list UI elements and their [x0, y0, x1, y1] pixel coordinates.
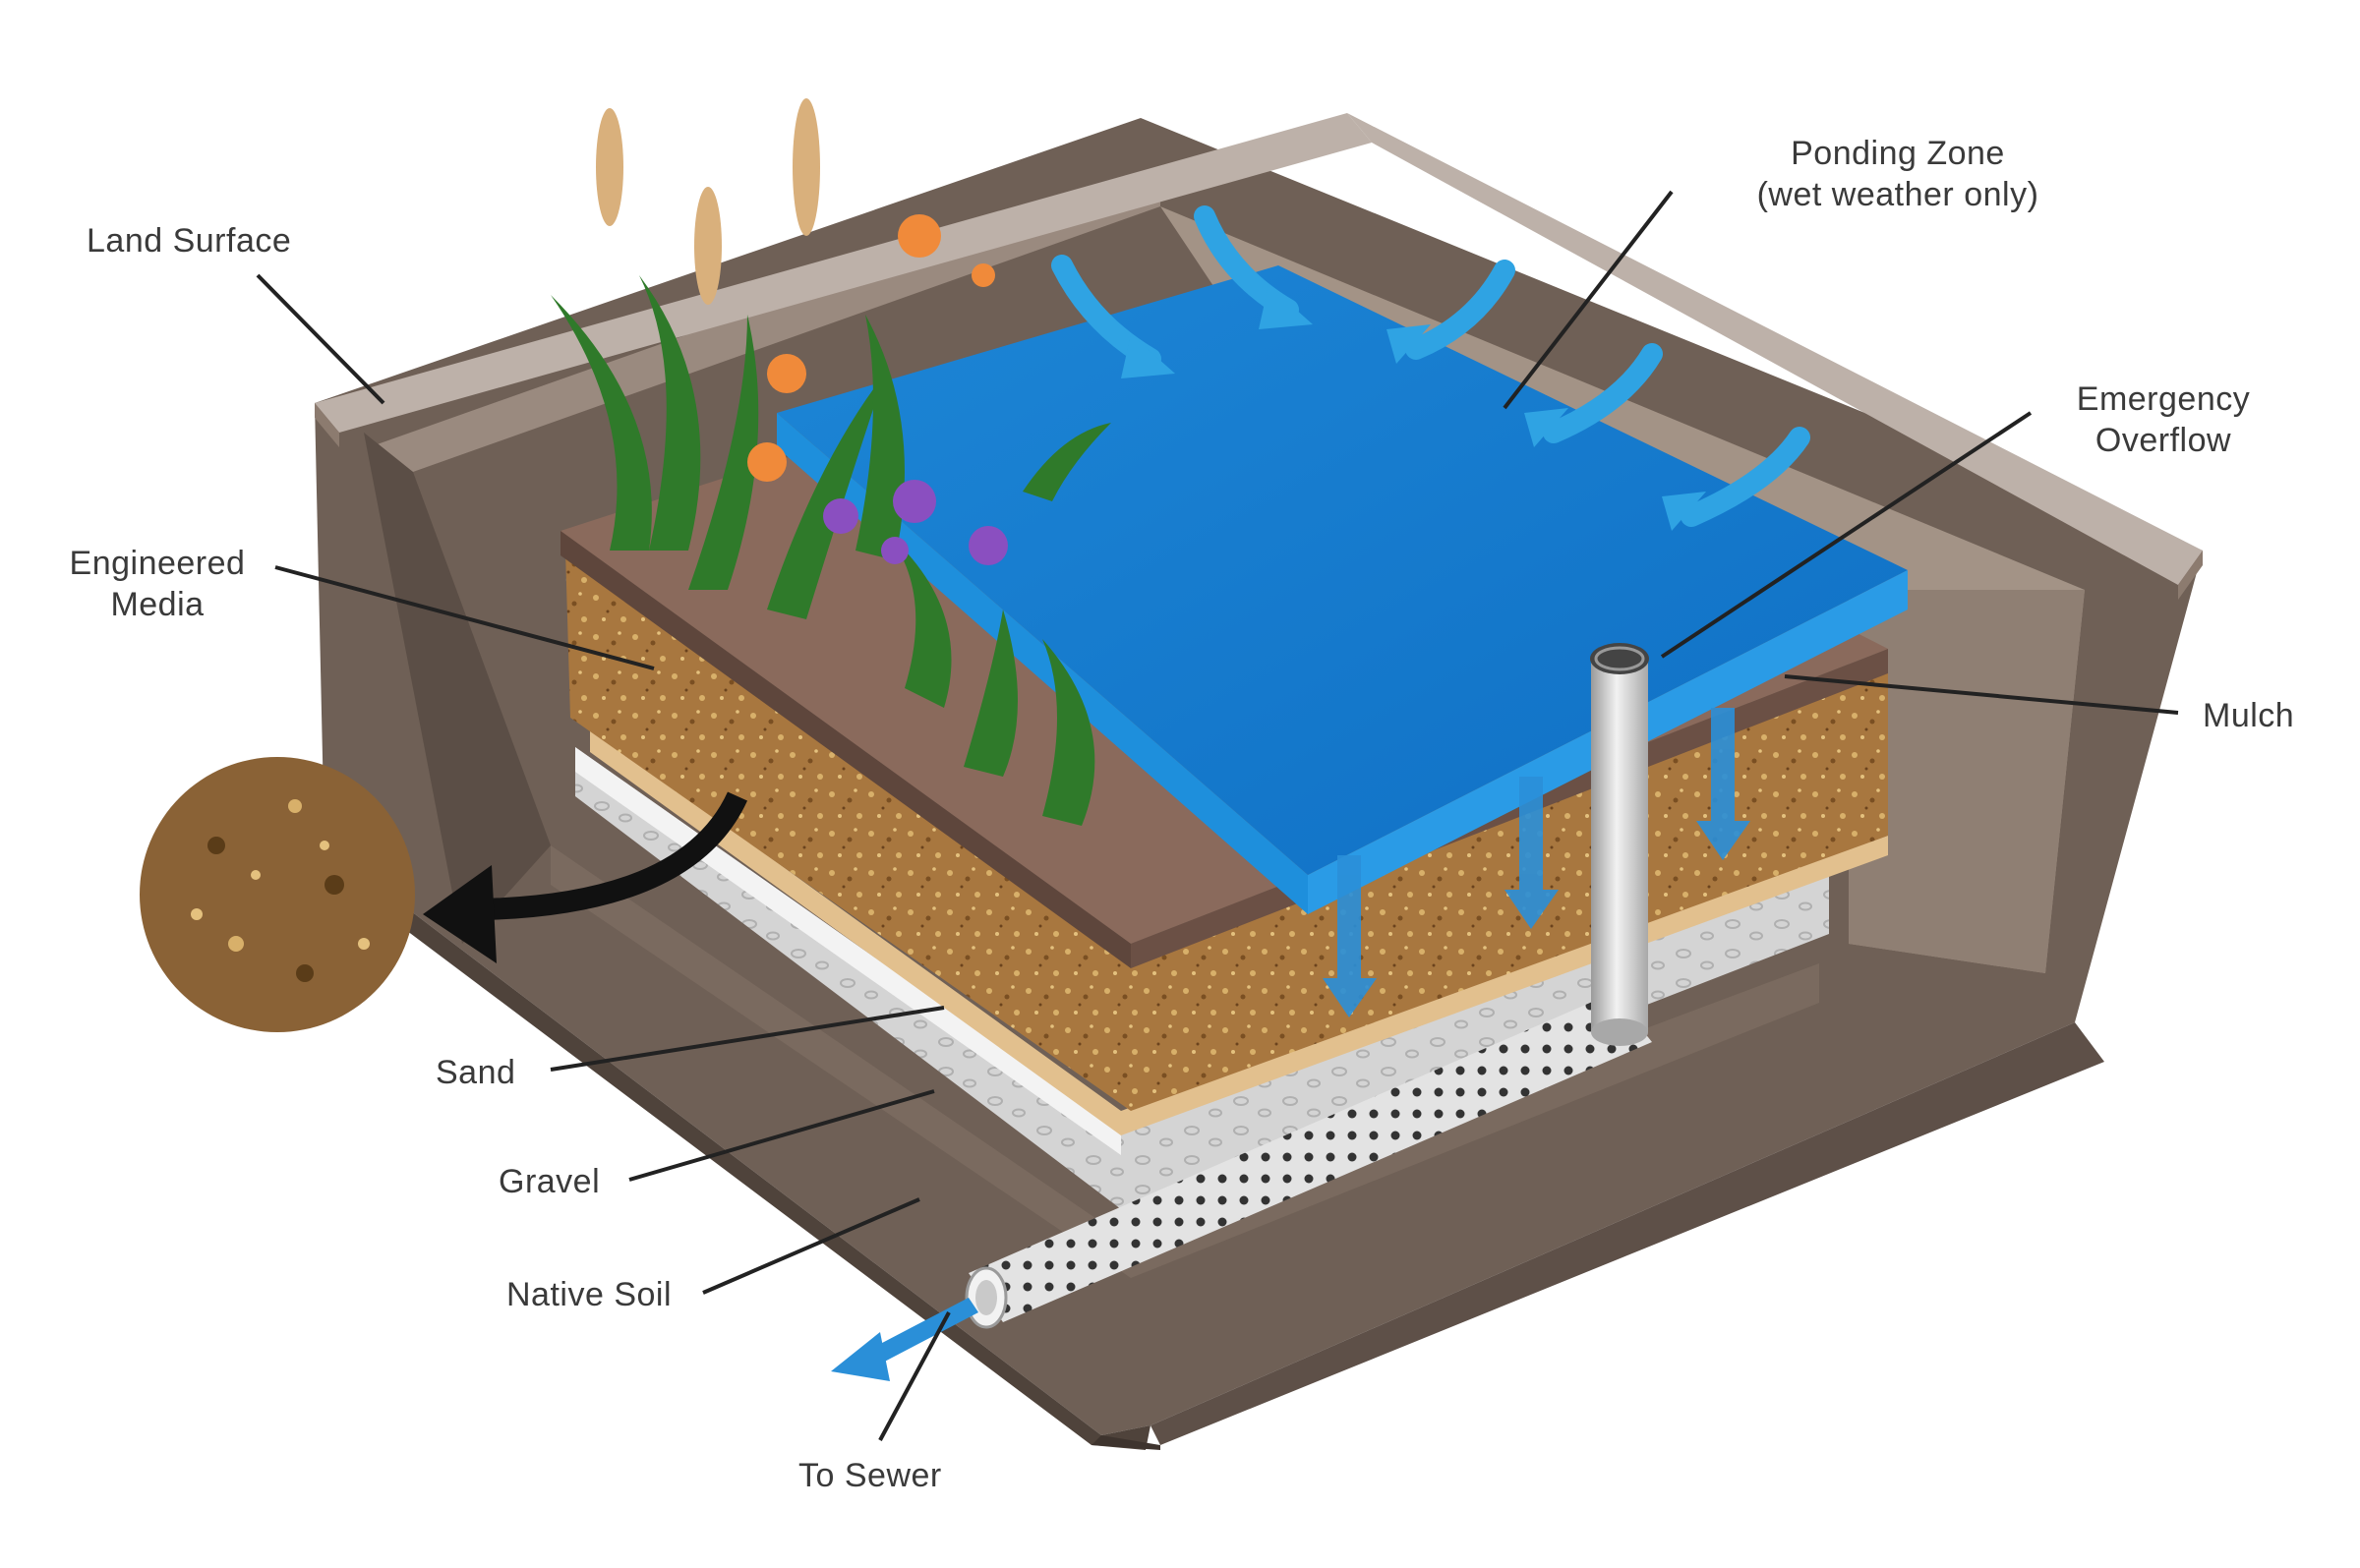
label-emergency-overflow-line1: Emergency	[2076, 380, 2251, 418]
label-native-soil: Native Soil	[506, 1276, 673, 1313]
land-surface-cap	[315, 113, 2203, 600]
plants	[551, 98, 1111, 826]
label-mulch: Mulch	[2203, 697, 2295, 734]
label-emergency-overflow-line2: Overflow	[2094, 422, 2232, 459]
inflow-arrowheads	[1121, 285, 1706, 531]
leader-lines	[256, 190, 2179, 1441]
label-sand: Sand	[436, 1054, 516, 1091]
label-ponding-zone-line1: Ponding Zone	[1791, 135, 2005, 172]
label-to-sewer: To Sewer	[798, 1457, 942, 1494]
label-engineered-media-line1: Engineered	[69, 545, 246, 582]
label-gravel: Gravel	[499, 1163, 601, 1200]
label-emergency-overflow: Emergency Overflow	[2050, 378, 2276, 461]
media-detail-magnifier	[140, 757, 415, 1032]
infiltration-arrows	[1323, 708, 1750, 1017]
label-engineered-media-line2: Media	[110, 586, 205, 623]
overflow-standpipe	[1590, 643, 1649, 1046]
outflow-arrow	[831, 1298, 978, 1381]
magnifier-arrow	[423, 791, 748, 963]
label-engineered-media: Engineered Media	[49, 543, 266, 625]
label-ponding-zone-line2: (wet weather only)	[1756, 176, 2039, 213]
label-land-surface: Land Surface	[87, 222, 292, 260]
label-ponding-zone: Ponding Zone (wet weather only)	[1716, 133, 2080, 215]
